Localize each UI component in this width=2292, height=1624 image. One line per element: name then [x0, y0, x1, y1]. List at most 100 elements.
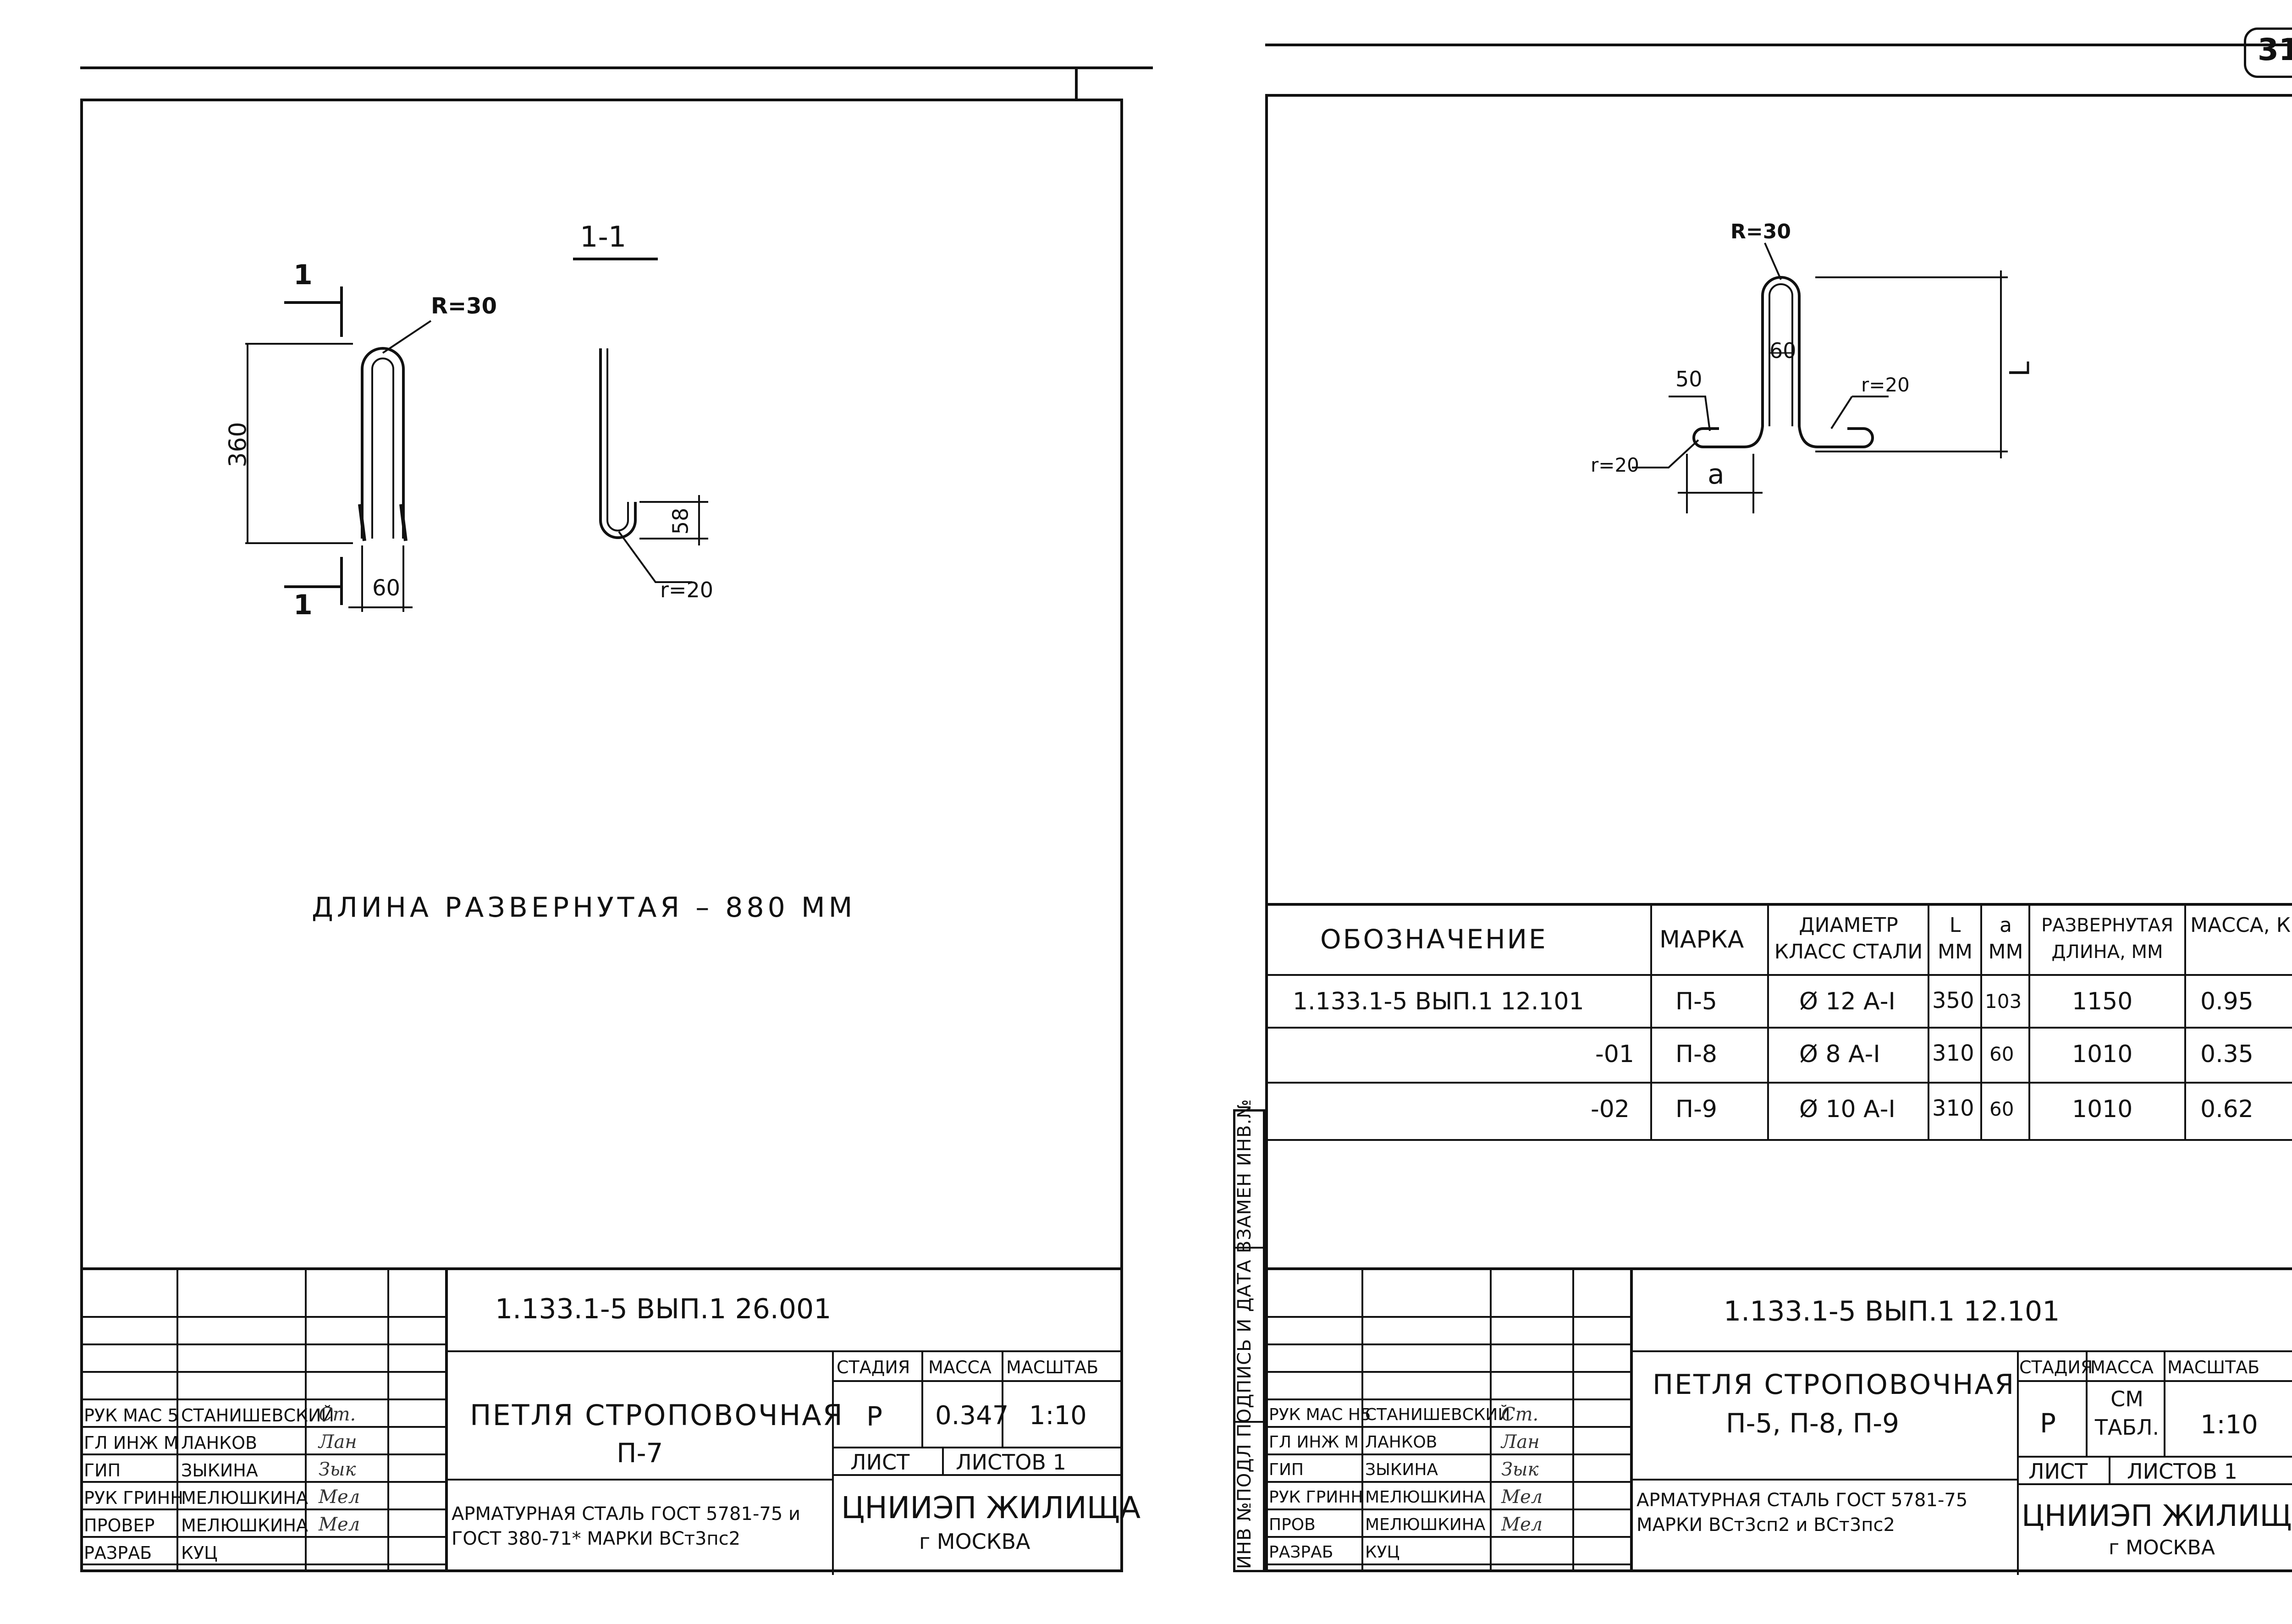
signature-4: Мел	[319, 1514, 360, 1535]
spec-table: ОБОЗНАЧЕНИЕ МАРКА ДИАМЕТР КЛАСС СТАЛИ L …	[1265, 903, 2292, 1153]
side-stamp-box	[1233, 1109, 1265, 1572]
table-cell: 1150	[2072, 988, 2133, 1015]
right-header-scale: МАСШТАБ	[2167, 1357, 2260, 1377]
side-stamp: ИНВ №ПОДЛ ПОДПИСЬ И ДАТА ВЗАМЕН ИНВ.№	[1234, 1099, 1255, 1569]
table-cell: 103	[1985, 990, 2022, 1013]
signature-1: Лан	[319, 1431, 357, 1453]
r-staff-role-0: РУК МАС Н5	[1269, 1405, 1371, 1424]
r-staff-name-0: СТАНИШЕВСКИЙ	[1365, 1405, 1510, 1424]
left-title-block: РУК МАС 5 СТАНИШЕВСКИЙ ГЛ ИНЖ М ЛАНКОВ Г…	[80, 1267, 1140, 1575]
right-top-rule	[1265, 44, 2292, 46]
r-staff-name-5: КУЦ	[1365, 1543, 1400, 1562]
length-note: ДЛИНА РАЗВЕРНУТАЯ – 880 ММ	[312, 892, 856, 924]
r-dim-offset: 50	[1675, 367, 1702, 391]
table-row: 1.133.1-5 ВЫП.1 12.101	[1293, 988, 1584, 1015]
table-cell: 1010	[2072, 1096, 2133, 1123]
right-org-1: ЦНИИЭП ЖИЛИЩА	[2022, 1499, 2292, 1533]
table-cell: 60	[1989, 1043, 2014, 1065]
right-value-stage: Р	[2040, 1408, 2056, 1439]
left-title-1: ПЕТЛЯ СТРОПОВОЧНАЯ	[470, 1398, 844, 1432]
table-cell: 0.95	[2200, 988, 2253, 1015]
r-staff-role-2: ГИП	[1269, 1460, 1304, 1479]
dim-width: 60	[372, 575, 401, 601]
table-cell: 310	[1932, 1040, 1974, 1066]
staff-name-2: ЗЫКИНА	[181, 1460, 258, 1481]
table-cell: 350	[1932, 988, 1974, 1013]
th-diameter: ДИАМЕТР КЛАСС СТАЛИ	[1774, 914, 1923, 963]
left-frame	[80, 99, 1123, 1572]
table-cell: П-9	[1675, 1096, 1717, 1123]
r-staff-name-4: МЕЛЮШКИНА	[1365, 1515, 1486, 1534]
left-org-2: г МОСКВА	[919, 1529, 1030, 1554]
dim-hook: 58	[668, 507, 693, 535]
sheet-number-box	[2244, 28, 2292, 78]
right-material: АРМАТУРНАЯ СТАЛЬ ГОСТ 5781-75 МАРКИ ВСт3…	[1636, 1490, 1968, 1536]
staff-role-3: РУК ГРИНН	[84, 1488, 183, 1508]
left-drawing	[245, 258, 708, 612]
r-staff-role-5: РАЗРАБ	[1269, 1543, 1333, 1562]
left-sheet-label: ЛИСТ	[850, 1450, 910, 1475]
th-length: РАЗВЕРНУТАЯ ДЛИНА, ММ	[2041, 915, 2173, 963]
table-cell: П-5	[1675, 988, 1717, 1015]
table-cell: Ø 12 А-I	[1799, 988, 1895, 1015]
left-code: 1.133.1-5 ВЫП.1 26.001	[495, 1293, 832, 1325]
left-header-mass: МАССА	[928, 1357, 992, 1377]
right-sheets-label: ЛИСТОВ 1	[2127, 1459, 2237, 1484]
table-cell: Ø 8 А-I	[1799, 1040, 1880, 1068]
th-designation: ОБОЗНАЧЕНИЕ	[1320, 924, 1548, 955]
staff-role-1: ГЛ ИНЖ М	[84, 1433, 179, 1453]
r-signature-2: Зык	[1501, 1459, 1539, 1480]
table-row: -01	[1595, 1040, 1634, 1068]
left-value-mass: 0.347	[935, 1401, 1009, 1431]
r-staff-name-2: ЗЫКИНА	[1365, 1460, 1438, 1479]
th-mark: МАРКА	[1659, 926, 1744, 953]
right-title-2: П-5, П-8, П-9	[1726, 1408, 1900, 1439]
r-signature-4: Мел	[1501, 1514, 1543, 1535]
table-cell: 60	[1989, 1098, 2014, 1120]
left-staff-grid	[80, 1270, 448, 1572]
table-cell: 0.62	[2200, 1096, 2253, 1123]
r-staff-role-1: ГЛ ИНЖ М	[1269, 1433, 1359, 1452]
left-title-2: П-7	[617, 1437, 663, 1469]
left-sheets-label: ЛИСТОВ 1	[956, 1450, 1066, 1475]
table-cell: 0.35	[2200, 1040, 2253, 1068]
staff-name-3: МЕЛЮШКИНА	[181, 1488, 309, 1508]
right-header-stage: СТАДИЯ	[2019, 1357, 2093, 1377]
table-row: -02	[1591, 1096, 1630, 1123]
right-code: 1.133.1-5 ВЫП.1 12.101	[1724, 1295, 2060, 1327]
r-signature-0: Ст.	[1501, 1404, 1539, 1425]
right-title-block: РУК МАС Н5 СТАНИШЕВСКИЙ ГЛ ИНЖ М ЛАНКОВ …	[1265, 1267, 2292, 1575]
r-signature-3: Мел	[1501, 1486, 1543, 1508]
r-dim-radius: R=30	[1730, 220, 1791, 243]
r-staff-name-1: ЛАНКОВ	[1365, 1433, 1438, 1452]
cut-mark-bottom: 1	[293, 589, 313, 621]
r-staff-role-4: ПРОВ	[1269, 1515, 1316, 1534]
r-signature-1: Лан	[1501, 1431, 1540, 1453]
r-staff-name-3: МЕЛЮШКИНА	[1365, 1488, 1486, 1507]
dim-radius: R=30	[431, 293, 497, 319]
table-cell: 310	[1932, 1096, 1974, 1121]
right-sheet: 31 R=30 60 50 r=20 r=20 a L ИНВ №ПОД	[1155, 0, 2292, 1624]
r-staff-role-3: РУК ГРИНН	[1269, 1488, 1363, 1507]
right-value-scale: 1:10	[2200, 1410, 2258, 1440]
left-org-1: ЦНИИЭП ЖИЛИЩА	[841, 1490, 1141, 1525]
left-top-tick	[1075, 66, 1078, 101]
staff-name-4: МЕЛЮШКИНА	[181, 1515, 309, 1536]
table-cell: Ø 10 А-I	[1799, 1096, 1895, 1123]
th-a: a ММ	[1988, 914, 2023, 963]
left-sheet: 1-1 1 1 R=30 360 60 58 r=20 ДЛИНА РАЗВЕР…	[80, 66, 1153, 1575]
r-dim-width: 60	[1769, 338, 1796, 363]
staff-name-1: ЛАНКОВ	[181, 1433, 258, 1453]
right-drawing	[1632, 242, 2008, 513]
staff-name-5: КУЦ	[181, 1543, 218, 1563]
staff-role-4: ПРОВЕР	[84, 1515, 155, 1536]
left-material: АРМАТУРНАЯ СТАЛЬ ГОСТ 5781-75 и ГОСТ 380…	[452, 1503, 800, 1549]
staff-name-0: СТАНИШЕВСКИЙ	[181, 1405, 334, 1426]
r-dim-a: a	[1708, 458, 1725, 490]
right-value-mass: СМ ТАБЛ.	[2094, 1387, 2160, 1440]
right-title-1: ПЕТЛЯ СТРОПОВОЧНАЯ	[1653, 1369, 2016, 1401]
left-header-scale: МАСШТАБ	[1006, 1357, 1099, 1377]
signature-3: Мел	[319, 1486, 360, 1508]
th-L: L ММ	[1938, 914, 1972, 963]
left-value-scale: 1:10	[1029, 1401, 1087, 1431]
